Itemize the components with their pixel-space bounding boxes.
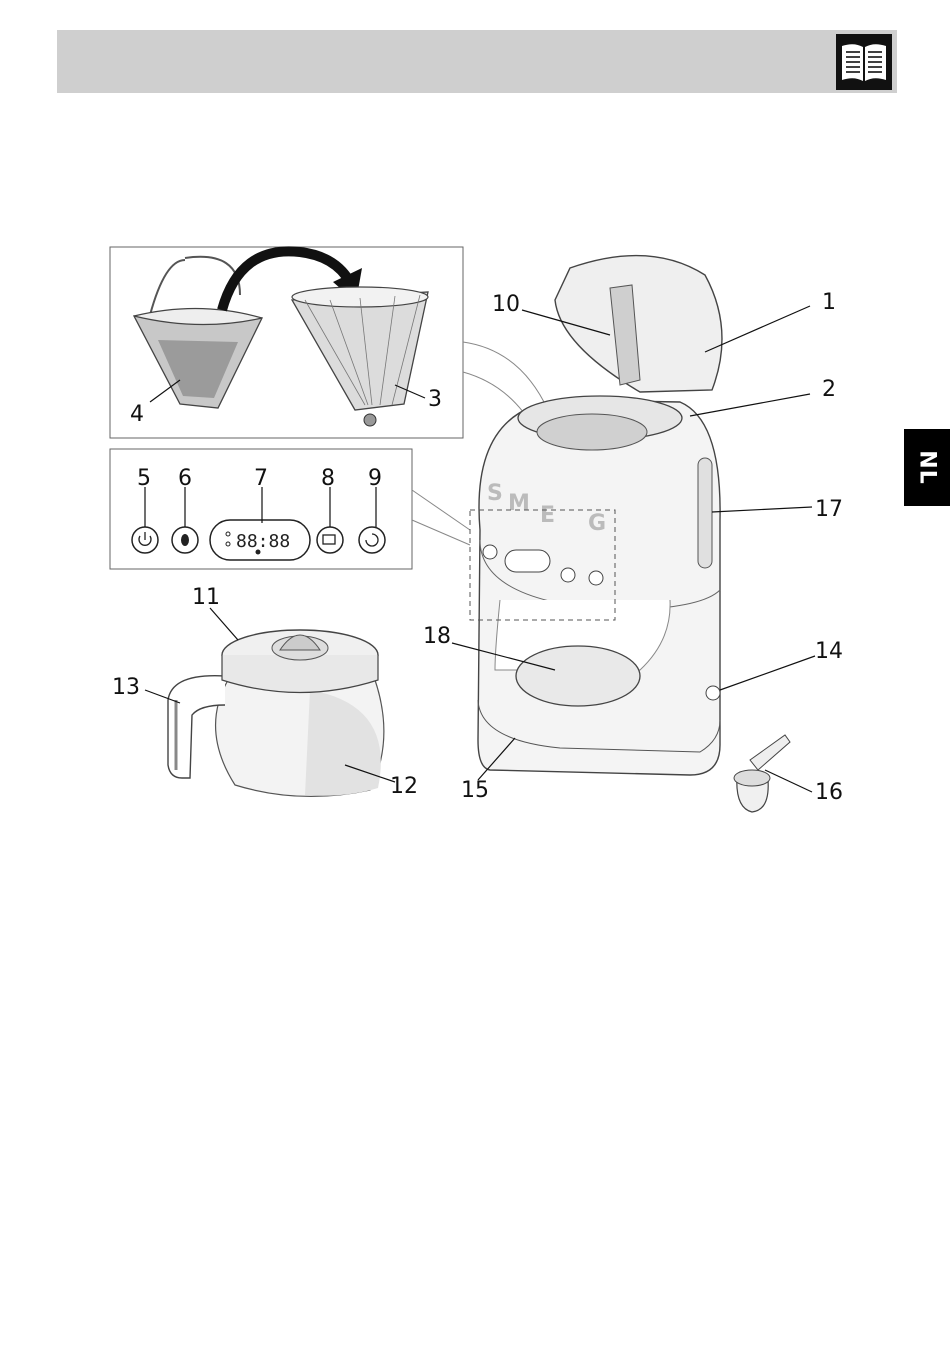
display-digits: 88:88	[236, 531, 290, 552]
callout-17: 17	[815, 497, 843, 522]
callout-6: 6	[178, 466, 192, 491]
brand-letter-s: S	[487, 481, 503, 506]
callout-8: 8	[321, 466, 335, 491]
callout-12: 12	[390, 774, 418, 799]
timer-button-illustration	[359, 527, 385, 553]
glass-carafe	[168, 630, 384, 796]
coffee-machine: S M E G	[470, 256, 722, 775]
callout-2: 2	[822, 377, 836, 402]
cup-button-illustration	[317, 527, 343, 553]
brand-letter-e: E	[540, 503, 555, 528]
callout-7: 7	[254, 466, 268, 491]
callout-16: 16	[815, 780, 843, 805]
callout-3: 3	[428, 387, 442, 412]
callout-11: 11	[192, 585, 220, 610]
brand-letter-m: M	[508, 491, 530, 516]
callout-9: 9	[368, 466, 382, 491]
callout-5: 5	[137, 466, 151, 491]
callout-14: 14	[815, 639, 843, 664]
callout-1: 1	[822, 290, 836, 315]
callout-13: 13	[112, 675, 140, 700]
callout-10: 10	[492, 292, 520, 317]
callout-4: 4	[130, 402, 144, 427]
brand-letter-g: G	[588, 511, 606, 536]
callout-15: 15	[461, 778, 489, 803]
measuring-spoon	[734, 735, 790, 812]
callout-18: 18	[423, 624, 451, 649]
